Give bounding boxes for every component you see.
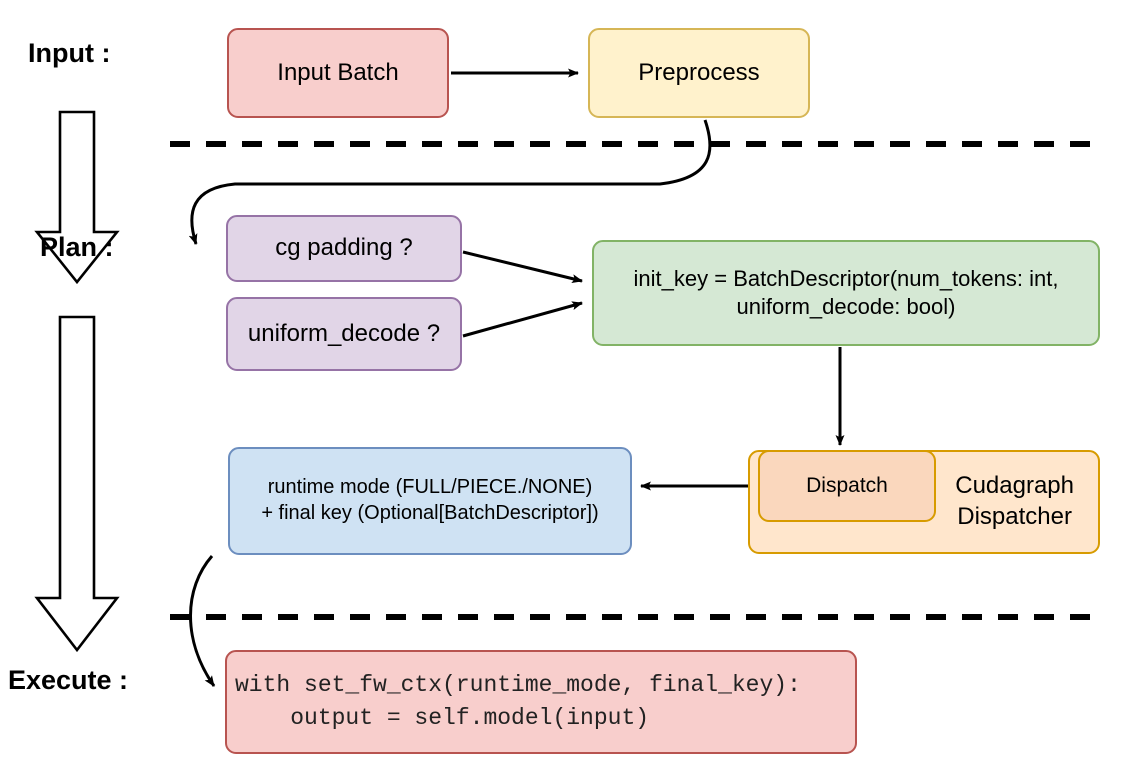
stage-label-execute: Execute :	[8, 665, 129, 695]
node-uniform-decode-label: uniform_decode ?	[247, 319, 441, 347]
node-input-batch[interactable]: Input Batch	[227, 28, 449, 118]
node-uniform-decode[interactable]: uniform_decode ?	[226, 297, 462, 371]
node-runtime-mode-label: runtime mode (FULL/PIECE./NONE) + final …	[261, 476, 599, 524]
node-dispatch[interactable]: Dispatch	[758, 450, 936, 522]
edge-uniform-decode-to-init-key	[462, 301, 583, 338]
edge-cg-padding-to-init-key	[462, 250, 583, 284]
node-code-block-label: with set_fw_ctx(runtime_mode, final_key)…	[235, 672, 801, 731]
node-preprocess[interactable]: Preprocess	[588, 28, 810, 118]
edge-runtime-mode-to-code-block	[189, 555, 216, 687]
plan-to-execute-arrow	[34, 315, 120, 653]
stage-label-plan: Plan :	[40, 232, 114, 262]
node-runtime-mode[interactable]: runtime mode (FULL/PIECE./NONE) + final …	[228, 447, 632, 555]
node-preprocess-label: Preprocess	[638, 58, 760, 86]
stage-label-input: Input :	[28, 38, 111, 68]
node-input-batch-label: Input Batch	[277, 58, 399, 86]
node-dispatch-label: Dispatch	[806, 473, 888, 497]
node-code-block[interactable]: with set_fw_ctx(runtime_mode, final_key)…	[225, 650, 857, 754]
node-init-key[interactable]: init_key = BatchDescriptor(num_tokens: i…	[592, 240, 1100, 346]
node-cg-padding-label: cg padding ?	[275, 234, 413, 262]
node-init-key-label: init_key = BatchDescriptor(num_tokens: i…	[633, 265, 1059, 319]
node-cudagraph-dispatcher-label: Cudagraph Dispatcher	[955, 472, 1074, 530]
node-cg-padding[interactable]: cg padding ?	[226, 215, 462, 282]
